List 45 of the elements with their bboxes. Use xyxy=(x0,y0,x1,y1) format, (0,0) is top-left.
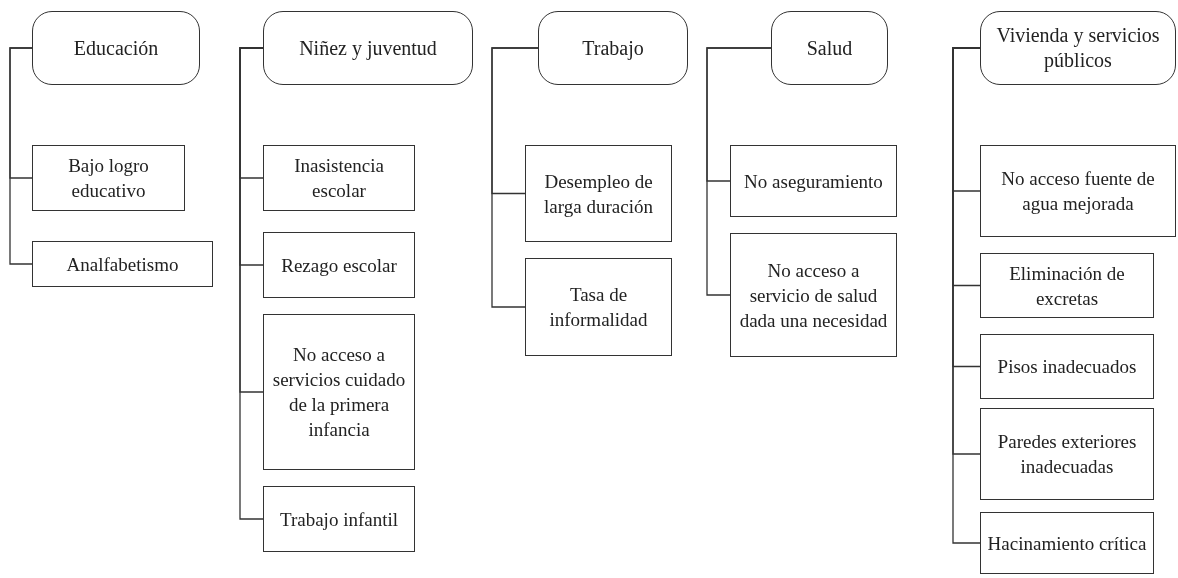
category-box xyxy=(263,11,473,85)
box-label: Paredes exteriores inadecuadas xyxy=(996,430,1138,479)
indicator-box xyxy=(730,233,897,357)
box-label: Bajo logro educativo xyxy=(67,154,150,203)
category-box xyxy=(771,11,888,85)
indicator-box xyxy=(263,314,415,470)
indicator-box xyxy=(980,334,1154,399)
box-label: Educación xyxy=(73,35,159,61)
connector-line xyxy=(9,47,33,265)
box-label: Vivienda y servicios públicos xyxy=(995,23,1161,73)
box-label: Inasistencia escolar xyxy=(293,154,385,203)
connector-line xyxy=(239,47,264,520)
box-label: Rezago escolar xyxy=(281,253,397,278)
box-label: Salud xyxy=(806,35,853,61)
box-label: No aseguramiento xyxy=(744,169,883,194)
box-label: No acceso a servicio de salud dada una necesidad xyxy=(738,258,889,333)
category-box xyxy=(538,11,688,85)
box-label: Tasa de informalidad xyxy=(548,283,649,332)
box-label: Hacinamiento crítica xyxy=(987,531,1147,556)
box-label: Trabajo infantil xyxy=(279,507,398,532)
indicator-box xyxy=(263,145,415,211)
indicator-box xyxy=(980,512,1154,574)
box-label: No acceso a servicios cuidado de la primera infancia xyxy=(271,343,407,442)
box-label: Niñez y juventud xyxy=(299,35,437,61)
indicator-box xyxy=(32,145,185,211)
indicator-box xyxy=(980,408,1154,500)
connector-line xyxy=(952,47,981,544)
indicator-box xyxy=(980,253,1154,318)
indicator-box xyxy=(32,241,213,287)
indicator-box xyxy=(263,232,415,298)
connector-line xyxy=(491,47,539,308)
category-box xyxy=(980,11,1176,85)
indicator-box xyxy=(730,145,897,217)
box-label: Analfabetismo xyxy=(66,252,179,277)
category-box xyxy=(32,11,200,85)
indicator-box xyxy=(525,258,672,356)
box-label: Desempleo de larga duración xyxy=(543,169,654,219)
box-label: No acceso fuente de agua mejorada xyxy=(1000,167,1156,216)
indicator-box xyxy=(525,145,672,242)
indicator-box xyxy=(263,486,415,552)
connector-line xyxy=(706,47,772,296)
box-label: Eliminación de excretas xyxy=(1008,261,1126,311)
indicator-box xyxy=(980,145,1176,237)
box-label: Pisos inadecuados xyxy=(997,355,1137,379)
box-label: Trabajo xyxy=(582,35,644,61)
